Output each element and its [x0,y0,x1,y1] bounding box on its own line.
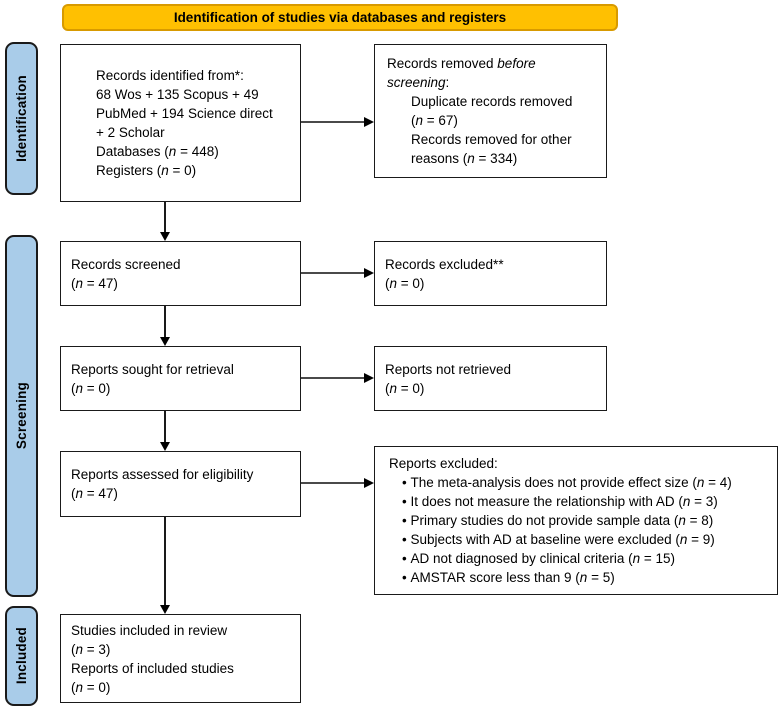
arrow-assessed-to-included [160,517,170,614]
stage-identification-label: Identification [14,75,29,162]
stage-included: Included [5,606,38,706]
box-text-line: (n = 0) [71,380,111,396]
arrow-sought-to-assessed [160,411,170,451]
box-text-line: (n = 0) [71,679,111,695]
box-reports-sought: Reports sought for retrieval (n = 0) [60,346,301,411]
arrow-identified-to-screened [160,202,170,241]
arrow-screened-to-excluded [301,268,374,278]
box-text-line: screening: [387,75,450,90]
box-records-excluded: Records excluded** (n = 0) [374,241,607,306]
box-reports-assessed: Reports assessed for eligibility (n = 47) [60,451,301,517]
arrow-screened-to-sought [160,306,170,346]
banner-identification-of-studies: Identification of studies via databases … [62,4,618,31]
stage-included-label: Included [14,627,29,685]
arrow-sought-to-not-retrieved [301,373,374,383]
arrow-assessed-to-excluded [301,478,374,488]
box-text-line: AD not diagnosed by clinical criteria (n… [389,549,773,568]
box-text-line: 68 Wos + 135 Scopus + 49 [96,87,259,102]
arrow-identified-to-removed [301,117,374,127]
box-text-line: Reports excluded: [389,456,498,471]
box-text-line: Databases (n = 448) [96,144,219,159]
box-text-line: The meta-analysis does not provide effec… [389,473,773,492]
box-text-line: It does not measure the relationship wit… [389,492,773,511]
box-text-line: Studies included in review [71,622,228,638]
box-text-line: reasons (n = 334) [411,151,518,166]
box-text-line: Duplicate records removed [411,94,573,109]
box-text-line: Records excluded** [385,256,504,272]
box-text-line: Subjects with AD at baseline were exclud… [389,530,773,549]
box-text-line: Reports assessed for eligibility [71,467,254,482]
box-text-line: (n = 47) [71,486,118,501]
box-text-line: Reports not retrieved [385,361,512,377]
box-text-line: Records identified from*: [96,68,244,83]
stage-screening: Screening [5,235,38,597]
box-records-identified: Records identified from*: 68 Wos + 135 Sc… [60,44,301,202]
box-text-line: + 2 Scholar [96,125,165,140]
box-text-line: (n = 67) [411,113,458,128]
box-reports-excluded: Reports excluded: The meta-analysis does … [374,446,778,595]
box-text-line: Records screened [71,256,181,272]
box-text-line: Reports of included studies [71,660,234,676]
stage-identification: Identification [5,42,38,195]
box-text-line: Reports sought for retrieval [71,361,234,377]
box-text-line: (n = 0) [385,380,425,396]
box-reports-not-retrieved: Reports not retrieved (n = 0) [374,346,607,411]
box-text-line: (n = 3) [71,641,111,657]
box-text-line: Records removed for other [411,132,572,147]
stage-screening-label: Screening [14,382,29,450]
box-text-line: Registers (n = 0) [96,163,197,178]
box-records-screened: Records screened (n = 47) [60,241,301,306]
box-records-removed-before-screening: Records removed before screening: Duplicat… [374,44,607,178]
box-text-line: Records removed before [387,56,536,71]
box-text-line: Primary studies do not provide sample da… [389,511,773,530]
box-text-line: PubMed + 194 Science direct [96,106,273,121]
box-text-line: (n = 47) [71,275,118,291]
box-studies-included: Studies included in review (n = 3) Reports… [60,614,301,703]
banner-label: Identification of studies via databases … [173,10,507,25]
box-text-line: AMSTAR score less than 9 (n = 5) [389,568,773,587]
box-text-line: (n = 0) [385,275,425,291]
